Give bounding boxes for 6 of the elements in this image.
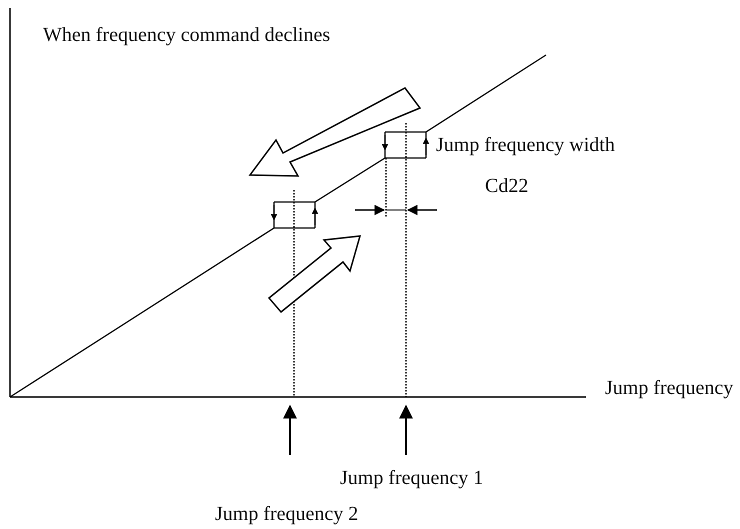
annotation-text: Jump frequency 1 bbox=[340, 467, 484, 489]
annotation-text: When frequency command declines bbox=[43, 24, 330, 46]
annotation-text: Jump frequency 2 bbox=[215, 503, 358, 525]
annotation-text: Cd22 bbox=[485, 175, 528, 197]
annotation-text: Jump frequency bbox=[605, 377, 734, 399]
annotation-text: Jump frequency width bbox=[436, 134, 615, 156]
